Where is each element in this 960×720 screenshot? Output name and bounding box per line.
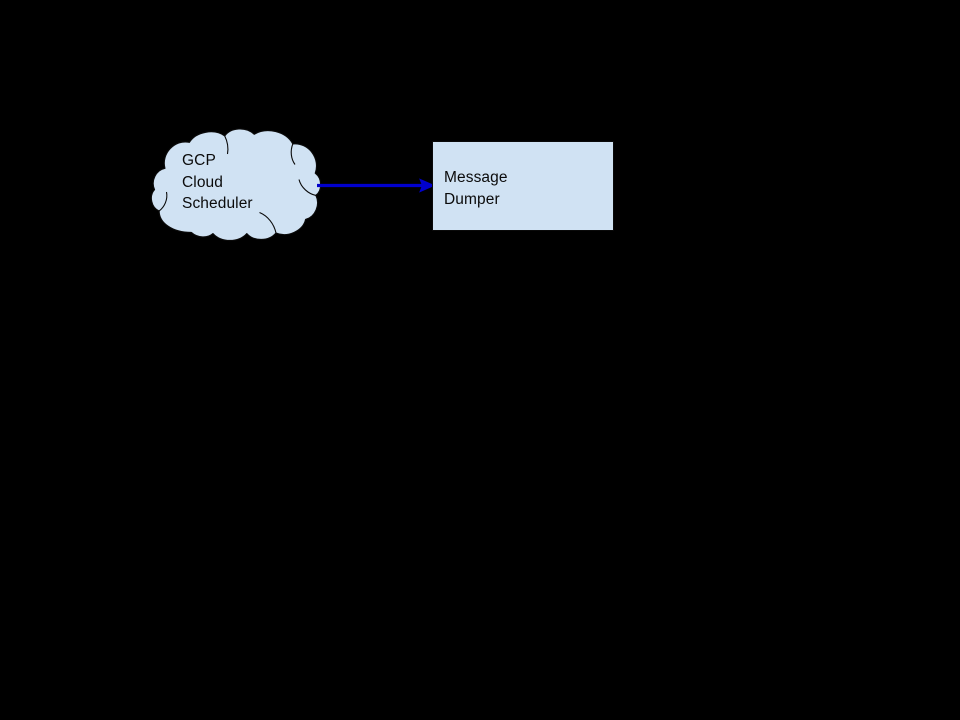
node-gcp-cloud-scheduler[interactable]: GCP Cloud Scheduler — [150, 128, 322, 243]
cloud-shape-icon — [150, 128, 322, 242]
edge-scheduler-to-dumper[interactable] — [310, 170, 440, 202]
arrow-right-icon — [317, 178, 436, 193]
node-message-dumper[interactable]: Message Dumper — [432, 141, 614, 231]
node-label-gcp-cloud-scheduler: GCP Cloud Scheduler — [182, 152, 253, 212]
node-label-message-dumper: Message Dumper — [444, 169, 508, 208]
